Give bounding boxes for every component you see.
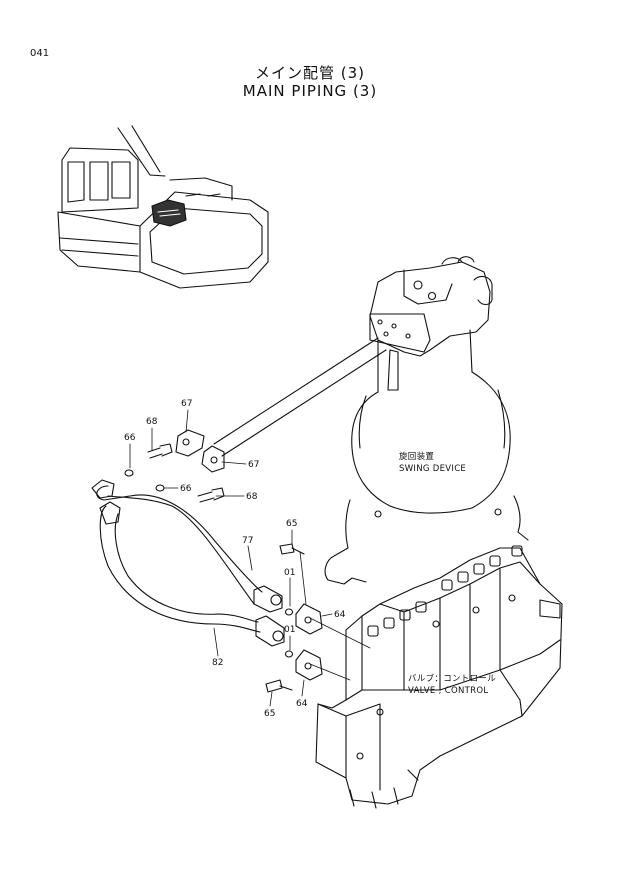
swing-tube-drawing — [175, 337, 387, 473]
callout-67-upper: 67 — [181, 399, 193, 409]
leader-lines — [129, 409, 371, 707]
swing-device-label: SWING DEVICE — [399, 464, 467, 474]
diagram-title-english: MAIN PIPING (3) — [242, 82, 378, 100]
callout-65-upper: 65 — [286, 519, 298, 529]
hose-82-drawing — [99, 501, 285, 647]
control-valve-label-japanese: バルブ：コントロール — [408, 674, 497, 684]
callout-01-lower: 01 — [284, 625, 296, 635]
callout-77: 77 — [242, 536, 254, 546]
callout-64-lower: 64 — [296, 699, 308, 709]
callout-65-lower: 65 — [264, 709, 276, 719]
valve-bolt-heads — [367, 545, 523, 637]
callout-66-upper: 66 — [124, 433, 136, 443]
callout-66-lower: 66 — [180, 484, 192, 494]
callout-01-upper: 01 — [284, 568, 296, 578]
control-valve-drawing — [315, 545, 563, 809]
fasteners-upper — [124, 443, 225, 503]
callout-68-lower: 68 — [246, 492, 258, 502]
swing-device-label-japanese: 旋回装置 — [399, 452, 435, 462]
callout-82: 82 — [212, 658, 224, 668]
callout-68-upper: 68 — [146, 417, 158, 427]
hose-77-drawing — [91, 479, 283, 613]
callout-64-upper: 64 — [334, 610, 346, 620]
diagram-title-japanese: メイン配管 (3) — [254, 64, 366, 82]
callout-67-lower: 67 — [248, 460, 260, 470]
control-valve-label: VALVE ; CONTROL — [408, 686, 489, 696]
swing-device-drawing — [324, 256, 529, 585]
fasteners-lower — [265, 543, 323, 693]
page-number: 041 — [30, 48, 50, 59]
excavator-overview-drawing — [57, 125, 269, 289]
